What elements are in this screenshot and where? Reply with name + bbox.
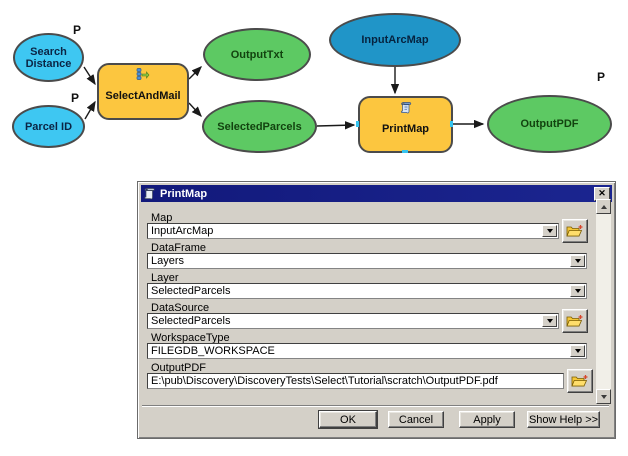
datasource-combobox[interactable]: SelectedParcels <box>147 313 559 329</box>
workspacetype-combobox-value: FILEGDB_WORKSPACE <box>151 345 275 357</box>
dataframe-combobox-value: Layers <box>151 255 185 267</box>
scroll-down-button[interactable] <box>596 389 611 404</box>
node-label: Search Distance <box>25 45 72 70</box>
map-combobox[interactable]: InputArcMap <box>147 223 559 239</box>
map-combobox-value: InputArcMap <box>151 225 214 237</box>
open-folder-icon <box>566 315 583 327</box>
anchor-tick <box>450 121 453 127</box>
anchor-tick <box>402 150 408 153</box>
map-browse-button[interactable] <box>562 219 588 243</box>
dataframe-dropdown-button[interactable] <box>570 255 585 267</box>
anchor-tick <box>356 121 359 127</box>
chevron-down-icon <box>600 394 607 399</box>
datasource-browse-button[interactable] <box>562 309 588 333</box>
chevron-down-icon <box>546 229 553 233</box>
workspacetype-dropdown-button[interactable] <box>570 345 585 357</box>
chevron-down-icon <box>574 289 581 293</box>
model-tool-icon <box>136 68 150 83</box>
outputpdf-input[interactable]: E:\pub\Discovery\DiscoveryTests\Select\T… <box>147 373 564 389</box>
modelbuilder-diagram: P P P Search Distance Parcel ID SelectAn… <box>0 0 628 178</box>
parameter-marker: P <box>73 23 82 37</box>
node-print-map[interactable]: PrintMap <box>358 96 453 153</box>
chevron-up-icon <box>600 204 607 209</box>
ok-button[interactable]: OK <box>319 411 377 428</box>
dialog-titlebar: PrintMap ✕ <box>141 185 612 202</box>
node-label: SelectAndMail <box>105 89 181 102</box>
node-search-distance[interactable]: Search Distance <box>13 33 84 82</box>
node-parcel-id[interactable]: Parcel ID <box>12 105 85 148</box>
node-label: PrintMap <box>381 122 430 135</box>
field-label-dataframe: DataFrame <box>151 242 207 254</box>
layer-combobox-value: SelectedParcels <box>151 285 231 297</box>
node-label: OutputTxt <box>230 48 284 61</box>
outputpdf-browse-button[interactable] <box>567 369 593 393</box>
datasource-dropdown-button[interactable] <box>542 315 557 327</box>
chevron-down-icon <box>574 259 581 263</box>
map-dropdown-button[interactable] <box>542 225 557 237</box>
printmap-dialog: PrintMap ✕ Map InputArcMap DataFrame Lay… <box>137 181 616 439</box>
datasource-combobox-value: SelectedParcels <box>151 315 231 327</box>
apply-button[interactable]: Apply <box>459 411 515 428</box>
parameter-marker: P <box>597 70 606 84</box>
dialog-script-icon <box>143 187 156 200</box>
dialog-title: PrintMap <box>160 187 208 200</box>
cancel-button[interactable]: Cancel <box>388 411 444 428</box>
field-label-layer: Layer <box>151 272 179 284</box>
script-tool-icon <box>400 101 412 117</box>
node-output-txt[interactable]: OutputTxt <box>203 28 311 81</box>
node-input-arcmap[interactable]: InputArcMap <box>329 13 461 67</box>
field-label-workspacetype: WorkspaceType <box>151 332 230 344</box>
dialog-scrollbar[interactable] <box>596 199 611 404</box>
chevron-down-icon <box>574 349 581 353</box>
layer-dropdown-button[interactable] <box>570 285 585 297</box>
node-select-and-mail[interactable]: SelectAndMail <box>97 63 189 120</box>
node-label: Parcel ID <box>24 120 73 133</box>
node-label: OutputPDF <box>520 118 579 130</box>
outputpdf-input-value: E:\pub\Discovery\DiscoveryTests\Select\T… <box>151 375 498 387</box>
close-icon[interactable]: ✕ <box>594 186 610 201</box>
node-selected-parcels[interactable]: SelectedParcels <box>202 100 317 153</box>
field-label-outputpdf: OutputPDF <box>151 362 207 374</box>
node-output-pdf[interactable]: OutputPDF <box>487 95 612 153</box>
field-label-map: Map <box>151 212 173 224</box>
show-help-button[interactable]: Show Help >> <box>527 411 600 428</box>
chevron-down-icon <box>546 319 553 323</box>
field-label-datasource: DataSource <box>151 302 210 314</box>
scroll-up-button[interactable] <box>596 199 611 214</box>
parameter-marker: P <box>71 91 80 105</box>
connector-arrows <box>83 66 485 130</box>
layer-combobox[interactable]: SelectedParcels <box>147 283 587 299</box>
open-folder-icon <box>571 375 588 387</box>
open-folder-icon <box>566 225 583 237</box>
node-label: InputArcMap <box>361 34 429 46</box>
button-separator <box>142 405 609 407</box>
dataframe-combobox[interactable]: Layers <box>147 253 587 269</box>
node-label: SelectedParcels <box>217 120 302 133</box>
workspacetype-combobox[interactable]: FILEGDB_WORKSPACE <box>147 343 587 359</box>
